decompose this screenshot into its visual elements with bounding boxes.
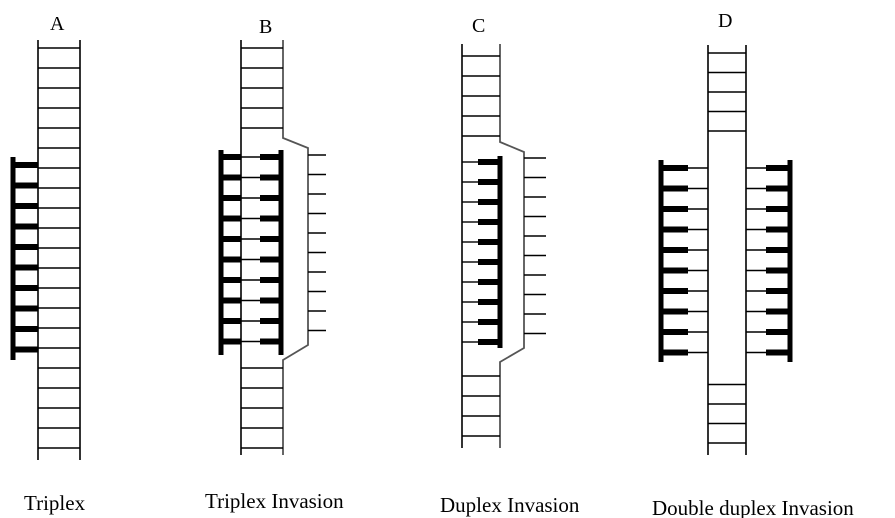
panel-b-pna-bases bbox=[221, 154, 281, 345]
panel-b-strand-right bbox=[282, 40, 309, 455]
panel-a-pna-bases bbox=[13, 162, 38, 353]
panel-b: B Triplex Invasion bbox=[205, 16, 344, 513]
panel-a: A Triplex bbox=[10, 13, 86, 515]
panel-d-base-pairs bbox=[708, 52, 746, 444]
panel-c-base-pairs bbox=[462, 55, 500, 437]
panel-d-letter: D bbox=[718, 10, 732, 32]
panel-b-caption: Triplex Invasion bbox=[205, 489, 344, 513]
panel-b-displaced-strand-bases bbox=[308, 154, 326, 332]
panel-a-base-pairs bbox=[38, 47, 80, 449]
panel-d: D Double duplex Invasion bbox=[652, 10, 854, 518]
panel-c-displaced-strand-bases bbox=[524, 157, 546, 335]
panel-d-caption: Double duplex Invasion bbox=[652, 496, 854, 518]
panel-c-pna-bases bbox=[462, 159, 500, 345]
panel-d-pna-bases bbox=[661, 165, 790, 356]
panel-a-duplex bbox=[37, 40, 81, 460]
panel-c-caption: Duplex Invasion bbox=[440, 493, 580, 517]
panel-b-base-pairs bbox=[241, 47, 283, 449]
panel-a-letter: A bbox=[50, 13, 65, 35]
panel-c: C Duplex Invasion bbox=[440, 15, 580, 517]
panel-c-letter: C bbox=[472, 15, 485, 37]
panel-a-caption: Triplex bbox=[24, 491, 86, 515]
panel-b-letter: B bbox=[259, 16, 272, 38]
panel-c-strand-right bbox=[499, 44, 525, 448]
panel-a-third-strand bbox=[10, 157, 38, 360]
